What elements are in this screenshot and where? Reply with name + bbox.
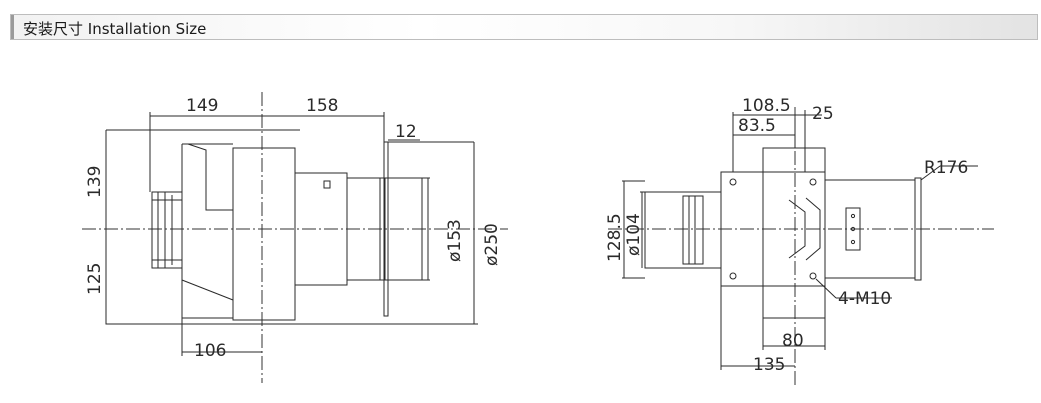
dim-106: 106 <box>194 341 226 361</box>
side-output-flange <box>383 141 389 317</box>
dim-4-m10: 4-M10 <box>838 289 891 309</box>
dim-80: 80 <box>782 331 804 351</box>
installation-drawing: 149 158 12 106 139 125 ø153 ø250 <box>82 92 994 388</box>
side-rear-cap <box>151 191 183 269</box>
side-view: 149 158 12 106 139 125 ø153 ø250 <box>82 92 508 383</box>
dim-158: 158 <box>306 96 338 116</box>
dim-128-5: 128.5 <box>605 213 625 262</box>
side-main-housing <box>232 147 296 321</box>
side-nameplate-icon <box>323 180 331 189</box>
dim-r176: R176 <box>924 158 968 178</box>
section-title: 安装尺寸 Installation Size <box>23 20 207 38</box>
front-view: 108.5 25 83.5 R176 4-M10 80 135 128.5 ø1… <box>605 96 994 388</box>
front-terminal-block <box>845 207 861 251</box>
header-accent-bar <box>11 15 14 39</box>
dim-25: 25 <box>812 104 834 124</box>
dim-12: 12 <box>395 122 417 142</box>
dim-dia250: ø250 <box>482 223 502 266</box>
dim-135: 135 <box>753 355 785 375</box>
dim-dia104: ø104 <box>624 213 644 256</box>
dim-108-5: 108.5 <box>742 96 791 116</box>
dim-139: 139 <box>85 166 105 198</box>
section-header: 安装尺寸 Installation Size <box>10 14 1038 40</box>
mounting-hole <box>809 178 817 186</box>
side-motor-body <box>181 144 233 319</box>
dim-125: 125 <box>85 263 105 295</box>
dim-149: 149 <box>186 96 218 116</box>
dim-83-5: 83.5 <box>738 116 776 136</box>
mounting-hole <box>729 178 737 186</box>
mounting-hole <box>809 272 817 280</box>
mounting-hole <box>729 272 737 280</box>
dim-dia153: ø153 <box>445 219 465 262</box>
